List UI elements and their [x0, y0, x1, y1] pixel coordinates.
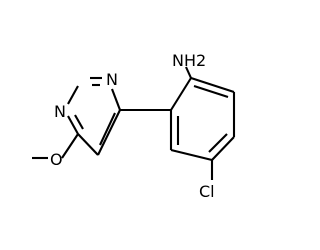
bond-c2prime-c3prime: [190, 77, 235, 93]
bond-c4prime-c5prime-inner: [208, 133, 228, 153]
ring-nitrogen-upper-label: N: [106, 70, 118, 89]
bond-c5prime-c6prime: [170, 148, 213, 162]
bond-c5-c6: [97, 109, 121, 156]
bond-c1prime-c2prime: [170, 77, 192, 111]
bond-n3-c4-inner: [74, 114, 84, 130]
oxygen-label: O: [50, 150, 63, 169]
bond-n3-c4: [67, 115, 79, 135]
chlorine-label: Cl: [199, 182, 215, 201]
molecule-structure-diagram: NH2 N N O Cl: [32, 51, 236, 201]
atom-label-group: NH2 N N O Cl: [50, 51, 215, 201]
bond-c6-n1: [111, 88, 121, 111]
bond-c5-c6-inner: [99, 112, 116, 146]
bond-group: [32, 66, 236, 180]
bond-c2prime-nh2: [185, 66, 192, 79]
ring-nitrogen-left-label: N: [54, 102, 66, 121]
bond-c2-n3: [67, 85, 79, 105]
bond-c2prime-c3prime-inner: [193, 85, 229, 98]
bond-c4-c5: [77, 133, 99, 156]
bond-c4prime-c5prime: [211, 136, 235, 161]
nh2-label: NH2: [172, 51, 206, 70]
bond-c4-o: [61, 133, 79, 159]
